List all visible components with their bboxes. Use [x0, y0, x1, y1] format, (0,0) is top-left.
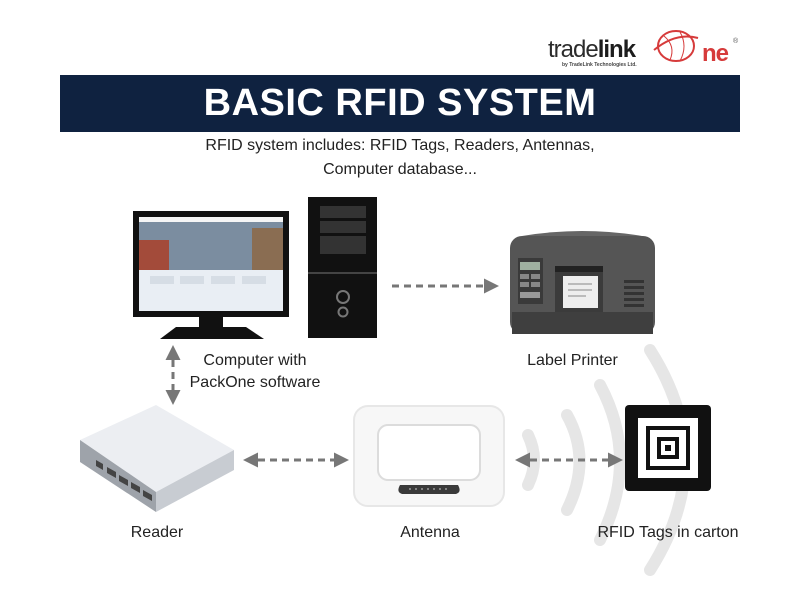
rfid-reader-icon — [80, 405, 234, 512]
tradelink-one-logo: tradelink ne ® by TradeLink Technologies… — [548, 28, 748, 74]
label-computer: Computer with PackOne software — [189, 352, 321, 391]
label-printer-icon — [510, 231, 655, 334]
label-reader: Reader — [130, 524, 184, 541]
label-antenna: Antenna — [400, 524, 460, 541]
globe-swoosh-icon — [653, 30, 699, 62]
title-banner: BASIC RFID SYSTEM — [60, 75, 740, 132]
computer-tower-icon — [308, 197, 377, 338]
subtitle-line-1: RFID system includes: RFID Tags, Readers… — [205, 137, 595, 154]
logo-wordmark: tradelink — [548, 36, 636, 63]
subtitle-line-2: Computer database... — [323, 161, 477, 178]
label-rfid-tags: RFID Tags in carton — [597, 524, 739, 541]
subtitle: RFID system includes: RFID Tags, Readers… — [150, 134, 650, 182]
page-title: BASIC RFID SYSTEM — [203, 82, 597, 124]
rfid-tag-icon — [625, 405, 711, 491]
antenna-icon — [353, 405, 505, 507]
label-printer: Label Printer — [527, 352, 618, 369]
monitor-icon — [133, 211, 289, 339]
